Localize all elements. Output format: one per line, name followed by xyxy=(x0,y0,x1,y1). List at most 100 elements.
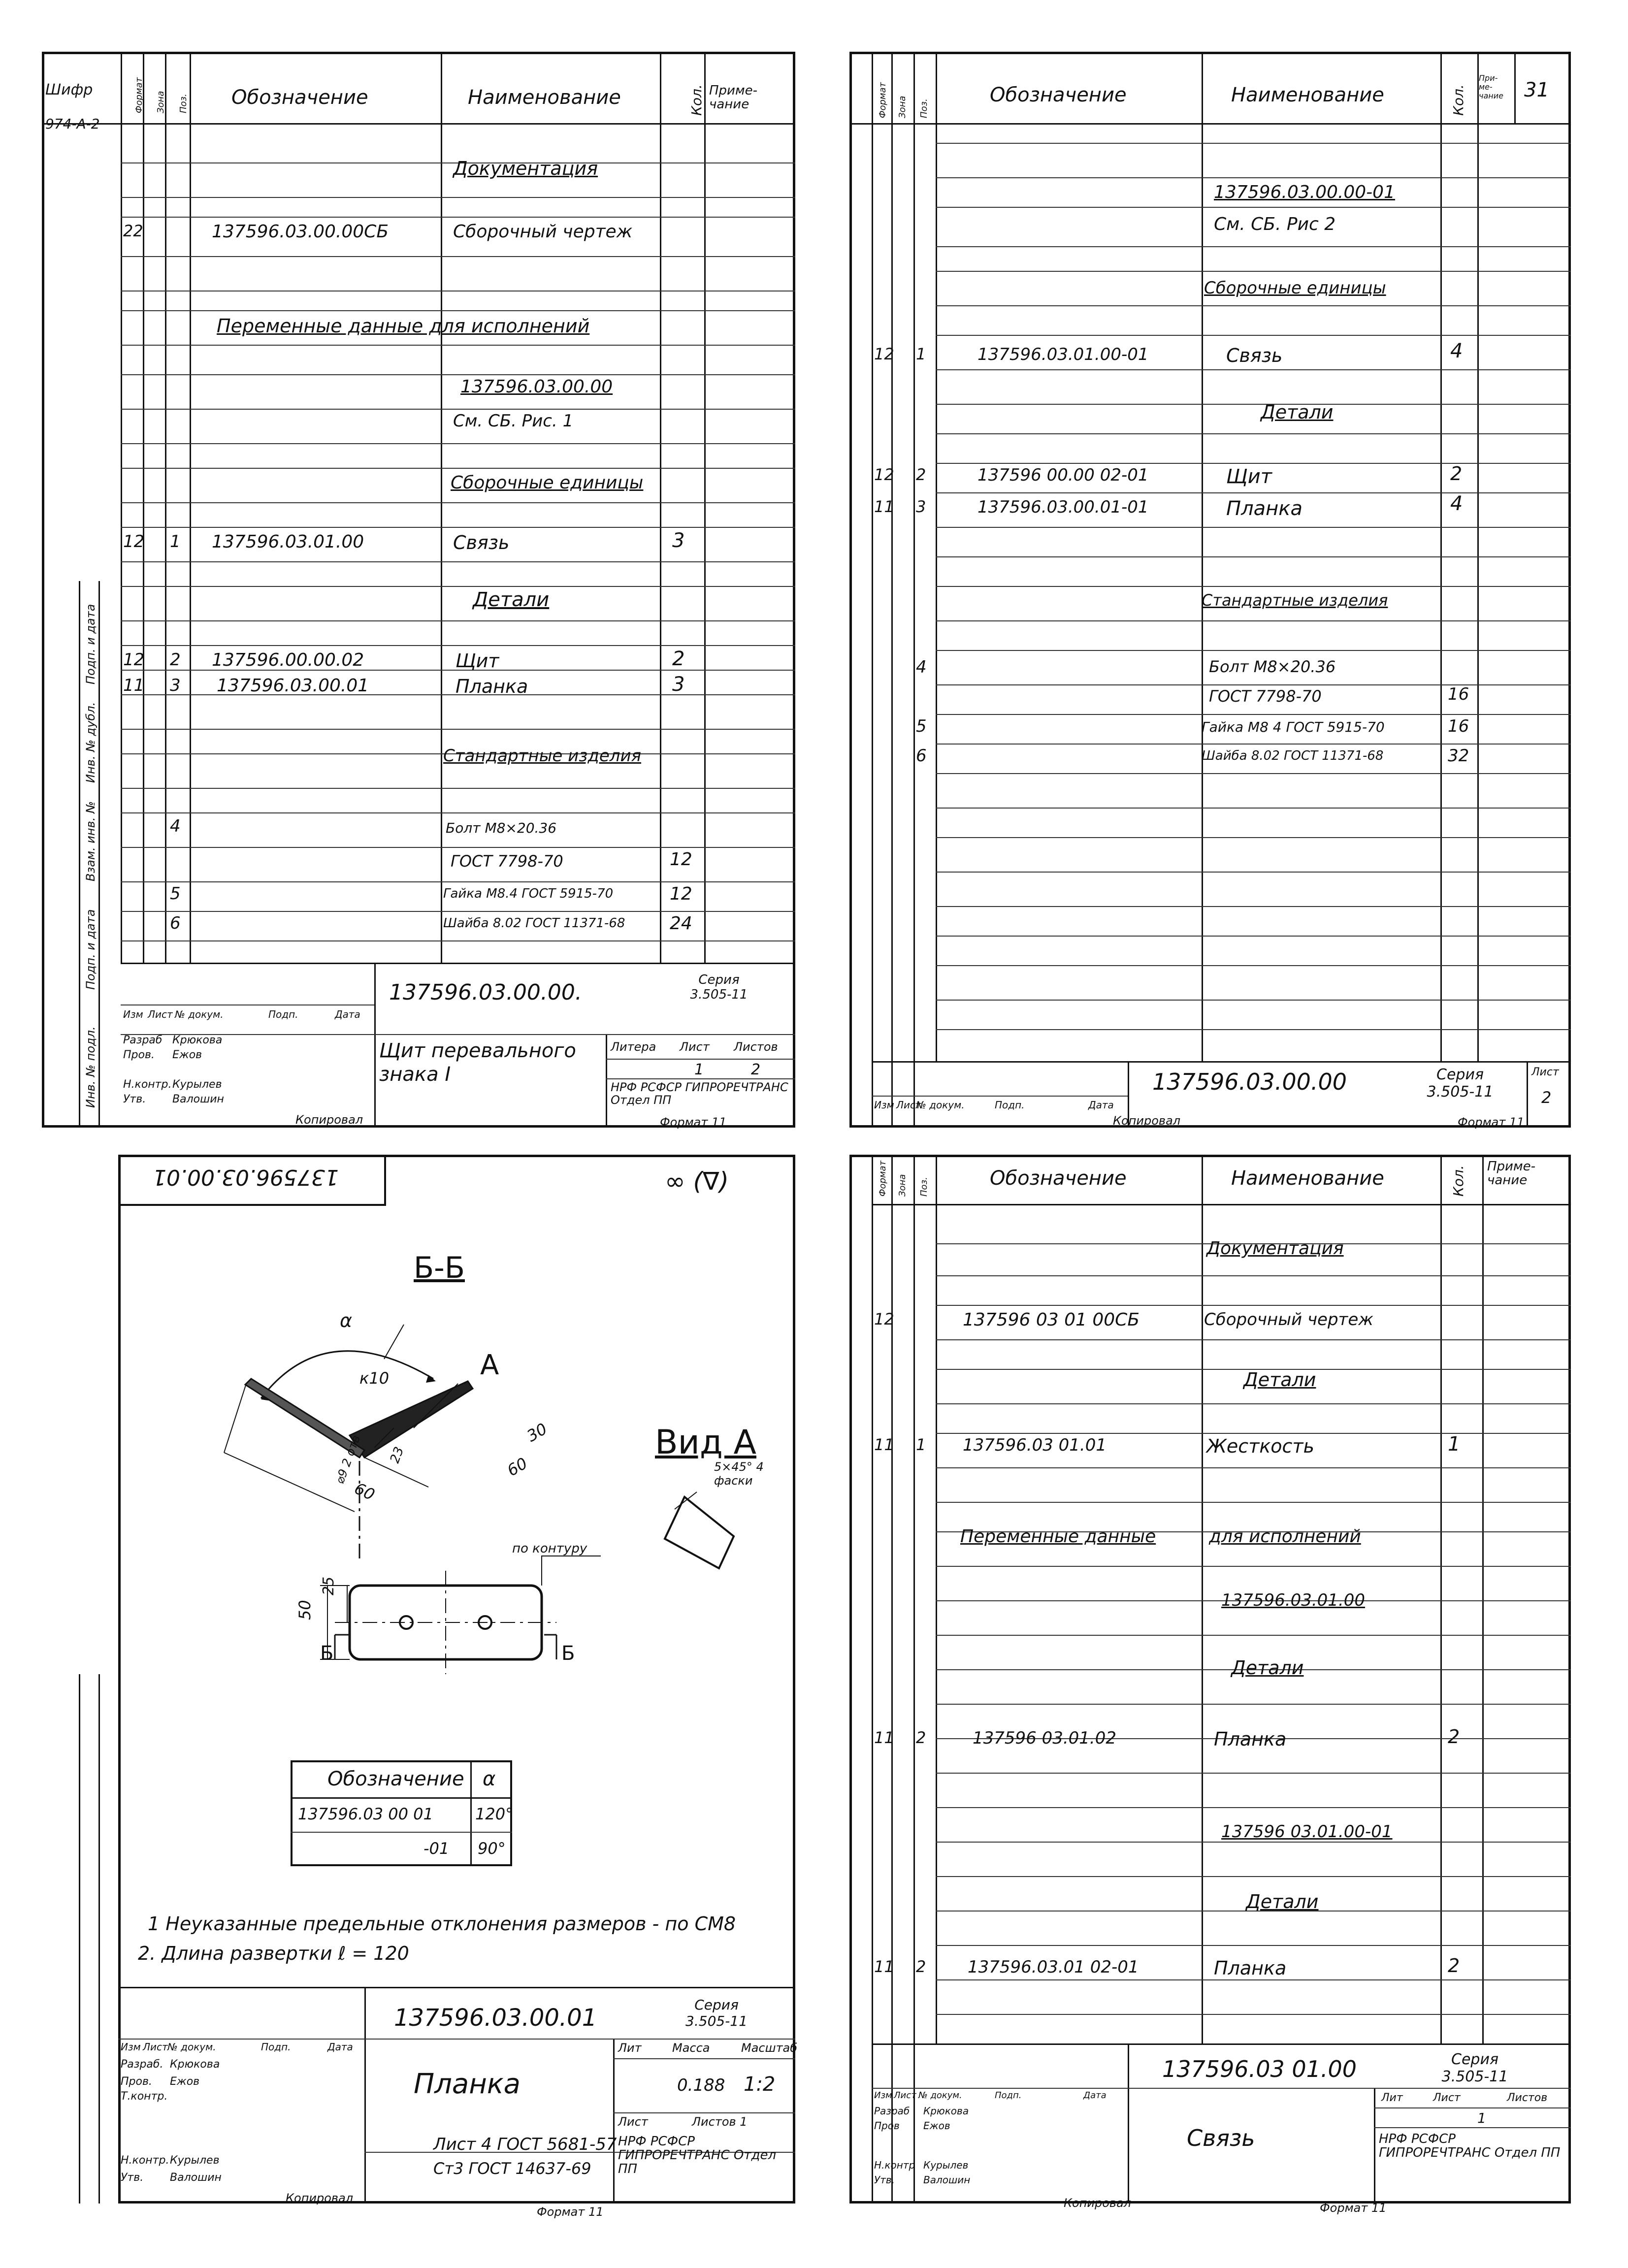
row-oboz: 137596.03 01.01 xyxy=(963,1435,1107,1455)
tb-listov: Листов xyxy=(734,1040,778,1054)
tb-role: Подп. xyxy=(261,2041,291,2053)
tb-kopiroval: Копировал xyxy=(1064,2196,1132,2210)
header-zona: Зона xyxy=(897,1174,908,1197)
row-qty: 4 xyxy=(1450,340,1463,362)
row-variant-number: 137596.03.01.00 xyxy=(1221,1590,1366,1610)
row-name: Гайка М8.4 ГОСТ 5915-70 xyxy=(443,886,614,901)
tb-role: № докум. xyxy=(175,1008,224,1020)
tb-role: № докум. xyxy=(916,1099,965,1111)
tb-listov: Листов 1 xyxy=(692,2115,748,2129)
tb-doc-number: 137596.03.00.00 xyxy=(1152,1069,1347,1095)
tb-list: Лист xyxy=(1433,2092,1461,2104)
row-format: 11 xyxy=(874,1435,894,1454)
roughness-mark: ∞ (∇) xyxy=(665,1167,729,1196)
row-dlya-ispolneniy: для исполнений xyxy=(1209,1526,1361,1547)
row-poz: 3 xyxy=(170,676,181,695)
row-qty: 12 xyxy=(670,849,692,870)
header-kol: Кол. xyxy=(688,84,705,116)
variant-cell: -01 xyxy=(423,1839,450,1858)
tb-role: Т.контр. xyxy=(121,2090,168,2103)
row-poz: 2 xyxy=(916,1957,926,1976)
row-variant-number: 137596.03.00.00 xyxy=(460,377,613,397)
dim-25: 25 xyxy=(320,1576,337,1595)
tb-person: Курылев xyxy=(172,1078,222,1091)
tb-format: Формат 11 xyxy=(537,2205,604,2219)
sheet-number-top: 31 xyxy=(1524,79,1549,101)
header-naimenovanie: Наименование xyxy=(1231,84,1384,106)
stamp-rotated: 137596.03.00.01 xyxy=(153,1165,339,1190)
tb-role: Дата xyxy=(335,1008,360,1020)
row-qty: 2 xyxy=(672,648,685,670)
shifr-label: Шифр xyxy=(45,81,93,98)
tb-material-1: Лист 4 ГОСТ 5681-57 xyxy=(433,2135,617,2154)
row-format: 12 xyxy=(874,1310,894,1328)
dim-b-left: Б xyxy=(320,1642,334,1665)
row-detali: Детали xyxy=(473,588,550,611)
row-detali: Детали xyxy=(1231,1657,1304,1679)
tb-role: Лист xyxy=(143,2041,168,2053)
row-name: Сборочный чертеж xyxy=(453,222,633,242)
row-oboz: 137596.03.01.00-01 xyxy=(977,345,1149,364)
header-zona: Зона xyxy=(156,91,166,113)
section-label: Б-Б xyxy=(414,1251,465,1285)
tb-list-num: 1 xyxy=(1477,2110,1486,2126)
tb-person: Курылев xyxy=(923,2159,969,2171)
row-format: 11 xyxy=(874,1728,894,1747)
row-name: ГОСТ 7798-70 xyxy=(1209,687,1322,706)
row-detali: Детали xyxy=(1246,1891,1319,1912)
header-primechanie: Приме-чание xyxy=(1487,1159,1535,1188)
header-line xyxy=(42,123,795,125)
tb-doc-number: 137596.03.00.01 xyxy=(394,2004,597,2032)
variant-header-alpha: α xyxy=(483,1768,496,1790)
header-oboznachenie: Обозначение xyxy=(231,86,368,109)
sheet-1 xyxy=(42,52,795,1128)
tb-role: Н.контр. xyxy=(121,2154,169,2167)
row-qty: 3 xyxy=(672,529,685,552)
row-oboz: 137596.03.00.01-01 xyxy=(977,497,1149,517)
row-poz: 3 xyxy=(916,497,926,516)
tb-list: Лист xyxy=(1531,1066,1559,1078)
row-oboz: 137596 00.00 02-01 xyxy=(977,465,1149,485)
side-label: Инв. № дубл. xyxy=(84,702,98,783)
row-poz: 4 xyxy=(916,657,927,677)
tb-role: Пров. xyxy=(121,2075,152,2088)
row-sborochnye: Сборочные единицы xyxy=(451,473,644,493)
side-label: Взам. инв. № xyxy=(84,801,98,881)
tb-role: Дата xyxy=(1088,1099,1114,1111)
header-oboznachenie: Обозначение xyxy=(990,1167,1127,1190)
tb-doc-number: 137596.03.00.00. xyxy=(389,980,582,1005)
row-format: 22 xyxy=(123,222,143,240)
note-2: 2. Длина развертки ℓ = 120 xyxy=(138,1943,409,1964)
tb-format: Формат 11 xyxy=(1320,2201,1387,2215)
tb-role: Лист xyxy=(896,1099,921,1111)
variant-cell: 137596.03 00 01 xyxy=(298,1805,433,1823)
row-oboz: 137596.03.01.00 xyxy=(212,532,364,552)
tb-person: Валошин xyxy=(172,1093,224,1105)
header-zona: Зона xyxy=(897,96,908,118)
tb-person: Ежов xyxy=(923,2120,950,2132)
row-detali: Детали xyxy=(1243,1369,1316,1391)
dim-b-right: Б xyxy=(561,1642,575,1665)
tb-role: Утв. xyxy=(121,2171,144,2184)
tb-role: Разраб xyxy=(123,1034,163,1046)
dim-k10: к10 xyxy=(359,1369,390,1388)
row-name: Планка xyxy=(1214,1957,1287,1979)
row-name: Планка xyxy=(1214,1728,1287,1750)
tb-org: НРФ РСФСР ГИПРОРЕЧТРАНС Отдел ПП xyxy=(1379,2132,1561,2160)
view-label: Вид А xyxy=(655,1423,756,1462)
row-qty: 4 xyxy=(1450,492,1463,515)
row-oboz: 137596.00.00.02 xyxy=(212,650,364,670)
row-detali: Детали xyxy=(1261,401,1334,423)
side-label: Подп. и дата xyxy=(84,909,98,990)
side-label: Инв. № подл. xyxy=(84,1026,98,1108)
row-sborochnye: Сборочные единицы xyxy=(1204,278,1386,298)
row-name: Связь xyxy=(1226,345,1283,366)
tb-kopiroval: Копировал xyxy=(1113,1114,1181,1128)
row-standartnye: Стандартные изделия xyxy=(443,746,642,766)
tb-role: Разраб. xyxy=(121,2058,163,2071)
tb-role: Дата xyxy=(1083,2090,1107,2101)
tb-masshtab: Масштаб xyxy=(741,2041,798,2055)
tb-doc-number: 137596.03 01.00 xyxy=(1162,2056,1357,2082)
row-poz: 5 xyxy=(170,884,181,904)
header-format: Формат xyxy=(878,82,888,118)
